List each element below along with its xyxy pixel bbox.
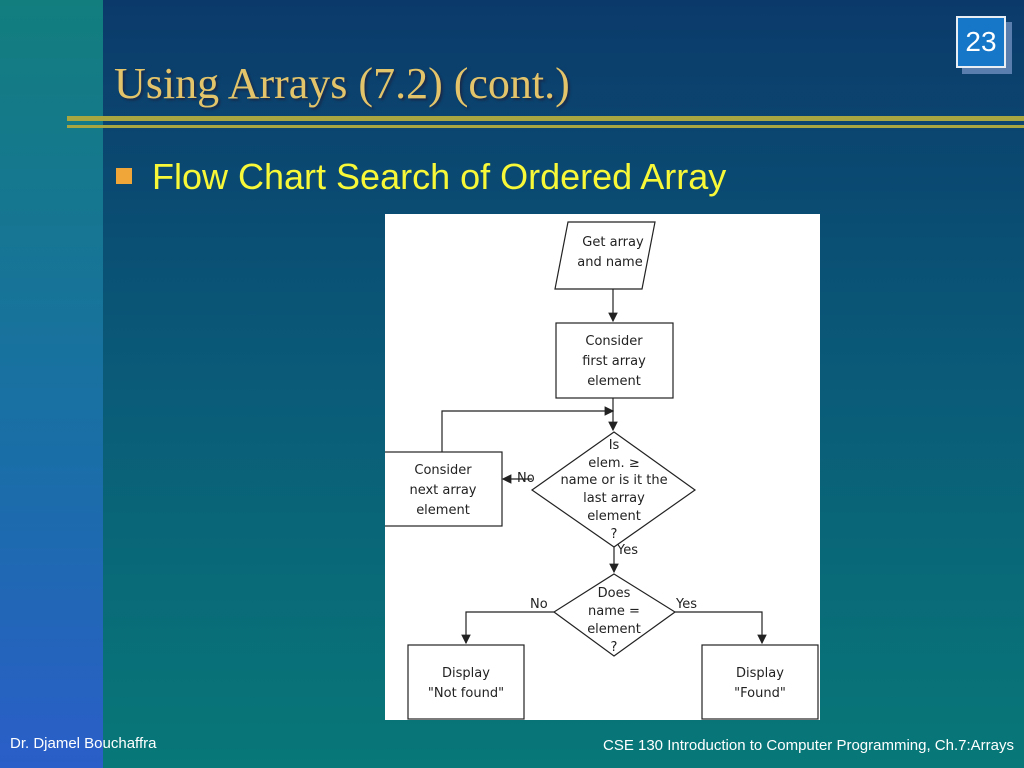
consider-first-box (555, 322, 674, 399)
decision1-line3: name or is it the (560, 473, 667, 488)
footer-course: CSE 130 Introduction to Computer Program… (602, 737, 1014, 754)
display-not-found-box (407, 644, 525, 720)
decision2-shape (552, 573, 677, 657)
input-label-line2: and name (577, 255, 642, 270)
footer-author: Dr. Djamel Bouchaffra (10, 735, 157, 752)
decision2-yes-label: Yes (675, 597, 697, 612)
flowchart-diagram: Get array and name Consider first array … (385, 214, 820, 720)
bullet-text: Flow Chart Search of Ordered Array (152, 156, 727, 197)
decision2-line2: name = (588, 604, 640, 619)
display-found-box (701, 644, 819, 720)
decision2-line3: element (587, 622, 641, 637)
input-label-line1: Get array (582, 235, 644, 250)
bullet-marker-icon (116, 168, 132, 184)
slide-title: Using Arrays (7.2) (cont.) (114, 59, 570, 108)
decision2-no-label: No (530, 597, 548, 612)
decision2-line4: ? (611, 640, 618, 655)
consider-first-line1: Consider (585, 334, 643, 349)
edge-loop-back (441, 406, 615, 452)
consider-next-line2: next array (409, 483, 476, 498)
not-found-line2: "Not found" (428, 686, 504, 701)
edge-decision2-no (461, 611, 554, 645)
not-found-line1: Display (442, 666, 490, 681)
left-accent-band (0, 0, 103, 768)
consider-first-line2: first array (582, 354, 646, 369)
decision1-line4: last array (583, 491, 645, 506)
consider-first-line3: element (587, 374, 641, 389)
decision1-no-label: No (517, 471, 535, 486)
title-rule-top (67, 116, 1024, 121)
flowchart-svg: Get array and name Consider first array … (385, 221, 819, 720)
title-rule-bottom (67, 125, 1024, 128)
decision1-line5: element (587, 509, 641, 524)
decision1-line6: ? (611, 527, 618, 542)
slide-number: 23 (956, 16, 1006, 68)
decision1-line2: elem. ≥ (588, 456, 639, 471)
decision1-line1: Is (609, 438, 620, 453)
decision1-yes-label: Yes (616, 543, 638, 558)
found-line2: "Found" (734, 686, 786, 701)
edge-decision2-yes (675, 611, 767, 645)
input-shape (554, 221, 656, 290)
consider-next-line3: element (416, 503, 470, 518)
consider-next-box (385, 451, 503, 527)
consider-next-line1: Consider (414, 463, 472, 478)
found-line1: Display (736, 666, 784, 681)
decision2-line1: Does (598, 586, 631, 601)
